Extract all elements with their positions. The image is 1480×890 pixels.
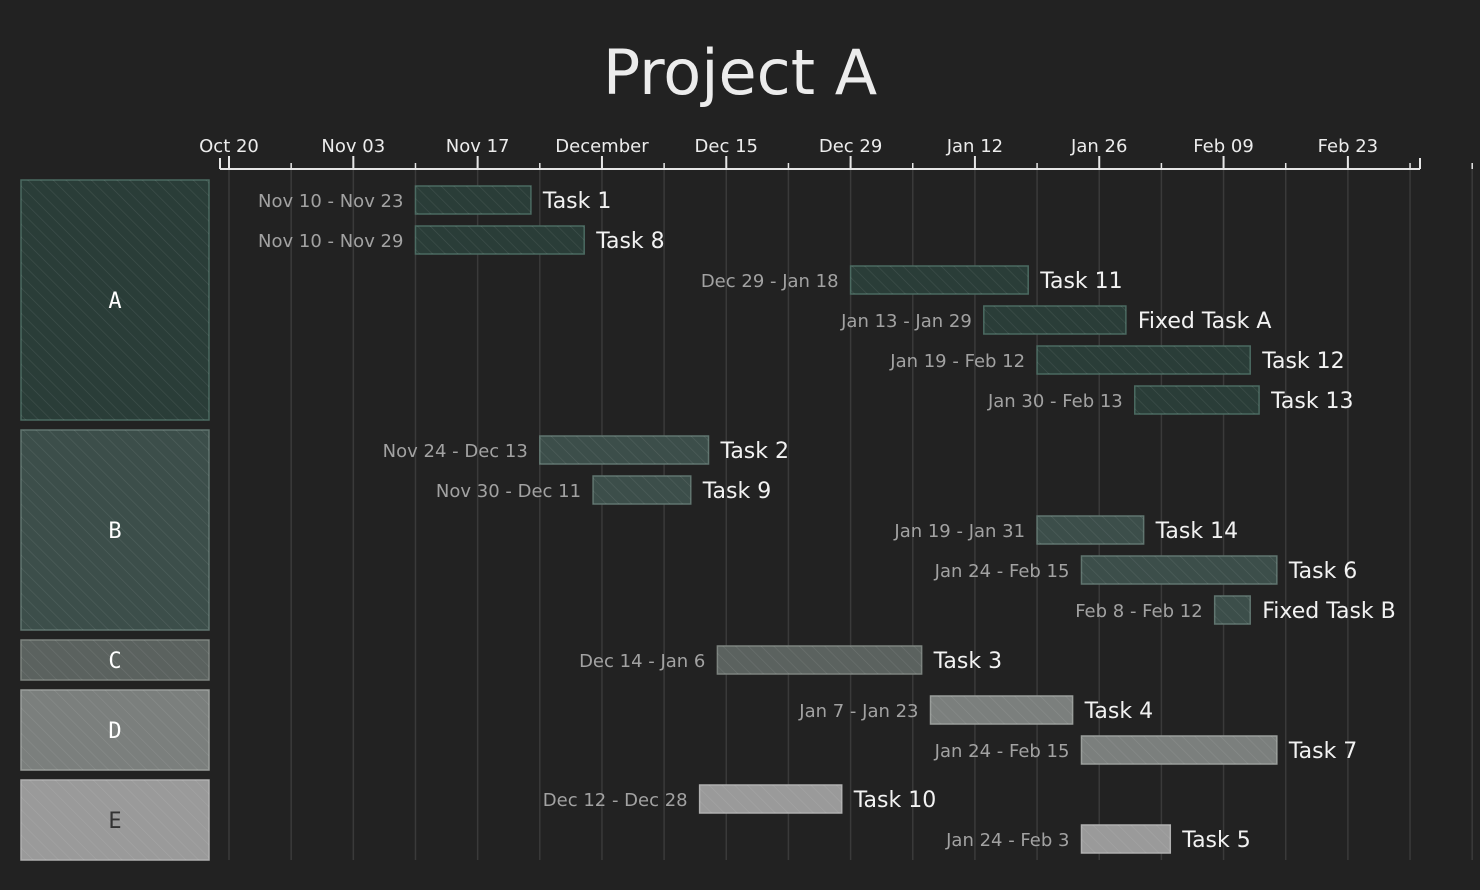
task-date-range: Jan 7 - Jan 23	[798, 701, 918, 722]
task-name: Task 7	[1288, 739, 1357, 764]
group-label: E	[108, 809, 121, 834]
x-tick-label: Oct 20	[199, 136, 259, 157]
group-hatch	[21, 780, 209, 860]
task-bar-hatch	[593, 476, 691, 504]
x-tick-label: Dec 29	[819, 136, 882, 157]
task-date-range: Jan 24 - Feb 3	[945, 830, 1069, 851]
group-label: C	[108, 649, 121, 674]
task-date-range: Jan 30 - Feb 13	[987, 391, 1123, 412]
task-bar-hatch	[983, 306, 1126, 334]
task-bar-hatch	[850, 266, 1029, 294]
task-bar-hatch	[1134, 386, 1260, 414]
task-bar-hatch	[699, 785, 842, 813]
task-bar-hatch	[1081, 736, 1277, 764]
x-axis: Oct 20 Nov 03 Nov 17 December Dec 15 Dec 29 Ja…	[199, 136, 1473, 170]
x-tick-label: Jan 12	[946, 136, 1003, 157]
group-blocks: A B C D E	[20, 179, 210, 861]
task-name: Task 4	[1084, 699, 1153, 724]
chart-title: Project A	[603, 36, 877, 109]
task-date-range: Nov 10 - Nov 29	[258, 231, 403, 252]
task-name: Task 1	[542, 189, 611, 214]
task-date-range: Dec 12 - Dec 28	[543, 790, 688, 811]
group-hatch	[21, 640, 209, 680]
task-date-range: Feb 8 - Feb 12	[1075, 601, 1202, 622]
task-name: Task 8	[595, 229, 664, 254]
group-label: D	[108, 719, 121, 744]
task-date-range: Dec 29 - Jan 18	[701, 271, 839, 292]
x-tick-label: Feb 09	[1193, 136, 1254, 157]
group-hatch	[21, 690, 209, 770]
task-name: Task 3	[933, 649, 1002, 674]
x-tick-label: Dec 15	[695, 136, 758, 157]
x-tick-label: Feb 23	[1318, 136, 1379, 157]
task-name: Task 2	[720, 439, 789, 464]
task-date-range: Jan 24 - Feb 15	[934, 561, 1070, 582]
task-date-range: Jan 13 - Jan 29	[840, 311, 972, 332]
task-name: Task 11	[1039, 269, 1122, 294]
task-name: Task 12	[1261, 349, 1344, 374]
task-name: Task 9	[702, 479, 771, 504]
task-date-range: Jan 24 - Feb 15	[934, 741, 1070, 762]
task-bars: Nov 10 - Nov 23 Task 1 Nov 10 - Nov 29 Task…	[258, 185, 1396, 854]
task-bar-hatch	[415, 226, 585, 254]
task-bar-hatch	[1081, 825, 1171, 853]
task-date-range: Dec 14 - Jan 6	[579, 651, 705, 672]
group-label: A	[108, 289, 121, 314]
task-bar-hatch	[930, 696, 1073, 724]
task-date-range: Nov 24 - Dec 13	[383, 441, 528, 462]
group-hatch	[21, 430, 209, 630]
task-name: Task 10	[853, 788, 936, 813]
task-date-range: Nov 10 - Nov 23	[258, 191, 403, 212]
x-tick-label: December	[555, 136, 649, 157]
task-bar-hatch	[415, 186, 531, 214]
task-name: Task 14	[1155, 519, 1238, 544]
task-bar-hatch	[1037, 346, 1251, 374]
group-hatch	[21, 180, 209, 420]
task-date-range: Jan 19 - Jan 31	[893, 521, 1025, 542]
x-tick-label: Nov 03	[321, 136, 385, 157]
task-name: Task 5	[1181, 828, 1250, 853]
task-name: Task 13	[1270, 389, 1353, 414]
task-bar-hatch	[1214, 596, 1251, 624]
task-name: Task 6	[1288, 559, 1357, 584]
x-tick-label: Jan 26	[1070, 136, 1127, 157]
x-tick-label: Nov 17	[446, 136, 510, 157]
task-bar-hatch	[539, 436, 709, 464]
task-bar-hatch	[717, 646, 922, 674]
group-label: B	[108, 519, 121, 544]
task-name: Fixed Task A	[1138, 309, 1272, 334]
task-bar-hatch	[1037, 516, 1144, 544]
task-name: Fixed Task B	[1262, 599, 1396, 624]
task-bar-hatch	[1081, 556, 1277, 584]
task-date-range: Nov 30 - Dec 11	[436, 481, 581, 502]
task-date-range: Jan 19 - Feb 12	[889, 351, 1025, 372]
